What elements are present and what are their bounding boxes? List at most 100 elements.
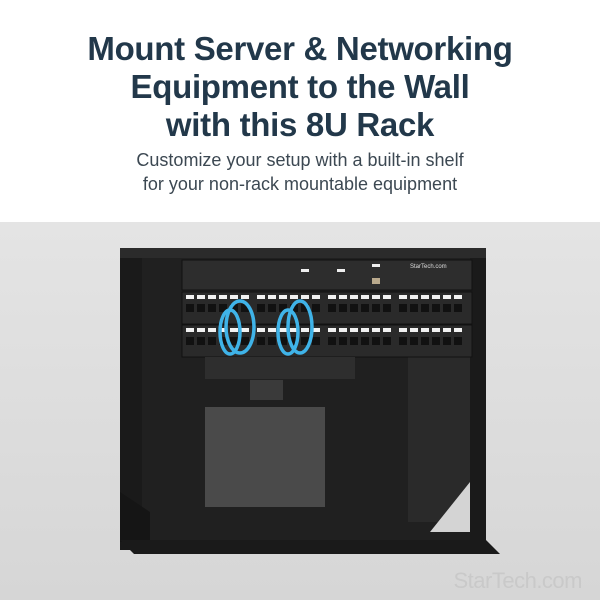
rack-back-cutout [205,407,325,507]
port-label [241,295,249,299]
rj45-port [279,304,287,312]
port-label [312,295,320,299]
port-label [421,295,429,299]
rj45-port [421,337,429,345]
port-label [312,328,320,332]
rj45-port [339,337,347,345]
rj45-port [230,304,238,312]
rj45-port [197,337,205,345]
rj45-port [350,337,358,345]
port-label [383,295,391,299]
rj45-port [230,337,238,345]
port-label [279,328,287,332]
rack-product-image: StarTech.com [120,248,500,554]
rj45-port [290,337,298,345]
headline-line: with this 8U Rack [165,106,435,143]
rj45-port [432,337,440,345]
patch-cables [218,299,314,356]
port-label [399,328,407,332]
port-label [257,295,265,299]
rj45-port [454,304,462,312]
product-label [250,380,283,400]
port-label [230,328,238,332]
rj45-port [268,337,276,345]
rj45-port [432,304,440,312]
rj45-port [383,337,391,345]
rj45-port [208,304,216,312]
rj45-port [241,337,249,345]
rj45-port [279,337,287,345]
port-label [290,328,298,332]
subheadline-line: Customize your setup with a built-in she… [136,150,464,170]
port-label [186,295,194,299]
port-label [197,295,205,299]
rack-right-side [408,332,470,522]
port-label [208,295,216,299]
rj45-port [454,337,462,345]
rj45-port [410,337,418,345]
rj45-port [257,304,265,312]
port-label [432,295,440,299]
port-label [454,295,462,299]
rack-right-rail [470,250,486,550]
rj45-port [186,304,194,312]
port-label [301,328,309,332]
port-label [197,328,205,332]
rj45-port [301,304,309,312]
rj45-port [410,304,418,312]
port-label [454,328,462,332]
rj45-port [301,337,309,345]
kvm-led [301,269,309,272]
rj45-port [443,337,451,345]
kvm-brand-logo: StarTech.com [410,264,447,270]
port-label [290,295,298,299]
rj45-port [328,337,336,345]
rj45-port [219,337,227,345]
built-in-shelf [120,540,500,554]
rj45-port [219,304,227,312]
kvm-select-button [372,278,380,284]
port-label [186,328,194,332]
rack-right-cutout [430,482,470,532]
subheadline-line: for your non-rack mountable equipment [142,174,458,194]
rj45-port [197,304,205,312]
port-label [257,328,265,332]
rack-bracket [205,357,355,379]
port-label [443,328,451,332]
port-label [432,328,440,332]
rj45-port [257,337,265,345]
rj45-port [399,337,407,345]
port-label [268,328,276,332]
port-label [230,295,238,299]
rj45-port [312,304,320,312]
hero-header: Mount Server & Networking Equipment to t… [0,0,600,222]
rj45-port [361,337,369,345]
kvm-led [337,269,345,272]
port-label [328,328,336,332]
port-label [443,295,451,299]
port-label [350,295,358,299]
port-label [361,328,369,332]
port-label [219,295,227,299]
rj45-port [372,304,380,312]
rj45-port [383,304,391,312]
port-label [361,295,369,299]
rj45-port [241,304,249,312]
headline: Mount Server & Networking Equipment to t… [0,30,600,144]
rj45-port [208,337,216,345]
port-label [410,295,418,299]
rj45-port [361,304,369,312]
rj45-port [339,304,347,312]
port-label [328,295,336,299]
rj45-port [268,304,276,312]
rj45-port [312,337,320,345]
rj45-port [186,337,194,345]
brand-watermark: StarTech.com [453,568,583,593]
port-label [339,295,347,299]
rj45-port [328,304,336,312]
port-label [372,328,380,332]
port-label [399,295,407,299]
rack-left-foot [120,492,150,542]
port-label [301,295,309,299]
port-label [383,328,391,332]
